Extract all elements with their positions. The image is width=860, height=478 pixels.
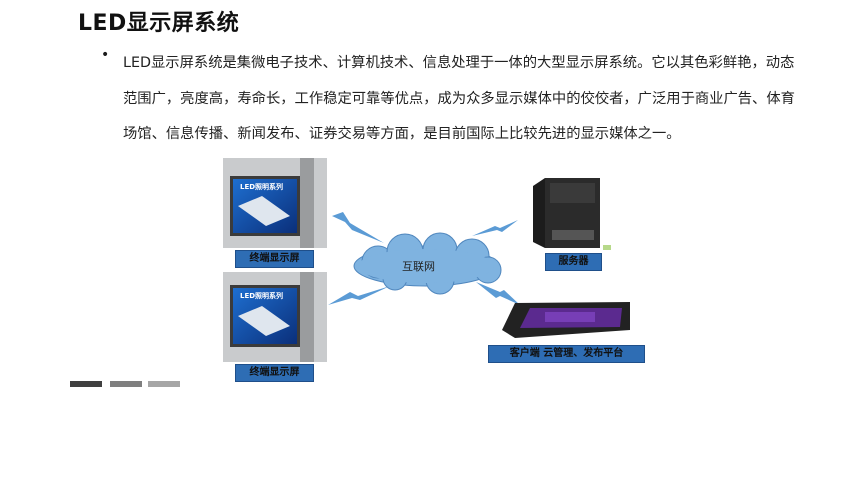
- signal-bolt-icon: [328, 286, 390, 305]
- terminal-label-2: 终端显示屏: [235, 364, 314, 382]
- server-icon: [533, 178, 611, 250]
- decor-bar-dark: [70, 381, 102, 387]
- terminal-screen-1: LED照明系列: [223, 158, 327, 248]
- bullet-marker: •: [101, 47, 110, 63]
- sign-text: LED照明系列: [240, 182, 283, 191]
- decor-bar-mid: [110, 381, 142, 387]
- signal-bolt-icon: [472, 220, 518, 236]
- server-label: 服务器: [545, 253, 602, 271]
- terminal-label-1: 终端显示屏: [235, 250, 314, 268]
- tablet-icon: [502, 302, 630, 338]
- signal-bolt-icon: [476, 282, 520, 305]
- signal-bolt-icon: [332, 212, 384, 243]
- slide-title: LED显示屏系统: [78, 11, 240, 36]
- internet-cloud-icon: [353, 232, 502, 295]
- client-label: 客户端 云管理、发布平台: [488, 345, 645, 363]
- cloud-label: 互联网: [402, 260, 435, 273]
- intro-paragraph: LED显示屏系统是集微电子技术、计算机技术、信息处理于一体的大型显示屏系统。它以…: [123, 55, 795, 142]
- sign-text: LED照明系列: [240, 291, 283, 300]
- decor-bar-light: [148, 381, 180, 387]
- terminal-screen-2: LED照明系列: [223, 272, 327, 362]
